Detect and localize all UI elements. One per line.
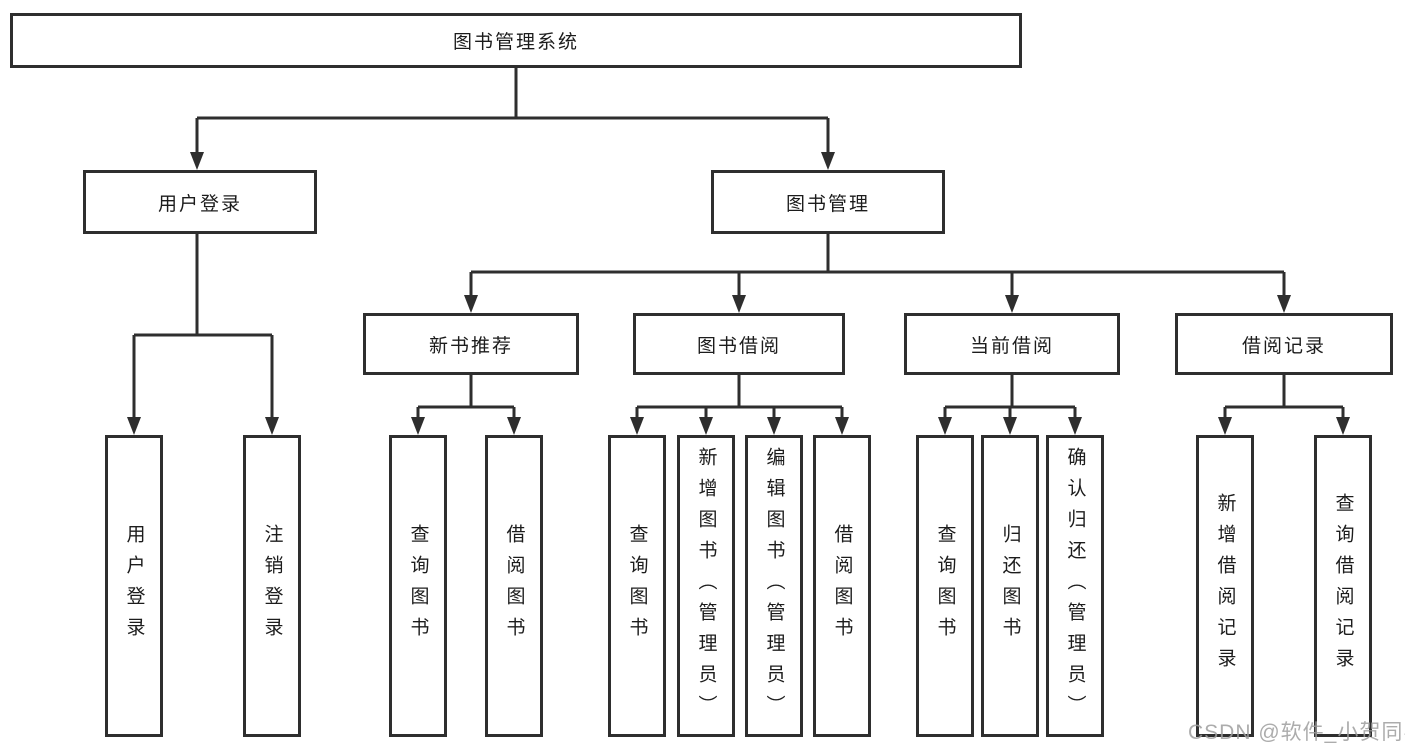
node-return-books: 归还图书 (981, 435, 1039, 737)
node-logout-action: 注销登录 (243, 435, 301, 737)
node-user-login: 用户登录 (83, 170, 317, 234)
node-edit-books-admin: 编辑图书（管理员） (745, 435, 803, 737)
node-user-login-action: 用户登录 (105, 435, 163, 737)
node-label: 编辑图书（管理员） (763, 446, 785, 726)
node-book-management: 图书管理 (711, 170, 945, 234)
node-label: 借阅图书 (831, 524, 853, 648)
node-borrow-books-borrowing: 借阅图书 (813, 435, 871, 737)
node-add-borrow-record: 新增借阅记录 (1196, 435, 1254, 737)
node-label: 借阅图书 (503, 524, 525, 648)
node-query-books-borrowing: 查询图书 (608, 435, 666, 737)
node-current-borrowing: 当前借阅 (904, 313, 1120, 375)
node-query-books-recommend: 查询图书 (389, 435, 447, 737)
node-label: 查询借阅记录 (1332, 493, 1354, 679)
node-label: 用户登录 (123, 524, 145, 648)
node-query-borrow-record: 查询借阅记录 (1314, 435, 1372, 737)
node-label: 查询图书 (626, 524, 648, 648)
node-label: 归还图书 (999, 524, 1021, 648)
node-label: 新增借阅记录 (1214, 493, 1236, 679)
node-label: 查询图书 (934, 524, 956, 648)
node-borrowing-records: 借阅记录 (1175, 313, 1393, 375)
node-borrow-books-recommend: 借阅图书 (485, 435, 543, 737)
node-label: 查询图书 (407, 524, 429, 648)
node-book-borrowing: 图书借阅 (633, 313, 845, 375)
node-add-books-admin: 新增图书（管理员） (677, 435, 735, 737)
node-confirm-return-admin: 确认归还（管理员） (1046, 435, 1104, 737)
node-label: 新增图书（管理员） (695, 446, 717, 726)
csdn-watermark: CSDN @软件_小贺同学 (1188, 721, 1405, 744)
node-label: 确认归还（管理员） (1064, 446, 1086, 726)
node-query-books-current: 查询图书 (916, 435, 974, 737)
arrowheads (127, 152, 1350, 435)
node-library-management-system: 图书管理系统 (10, 13, 1022, 68)
node-new-book-recommendation: 新书推荐 (363, 313, 579, 375)
node-label: 注销登录 (261, 524, 283, 648)
